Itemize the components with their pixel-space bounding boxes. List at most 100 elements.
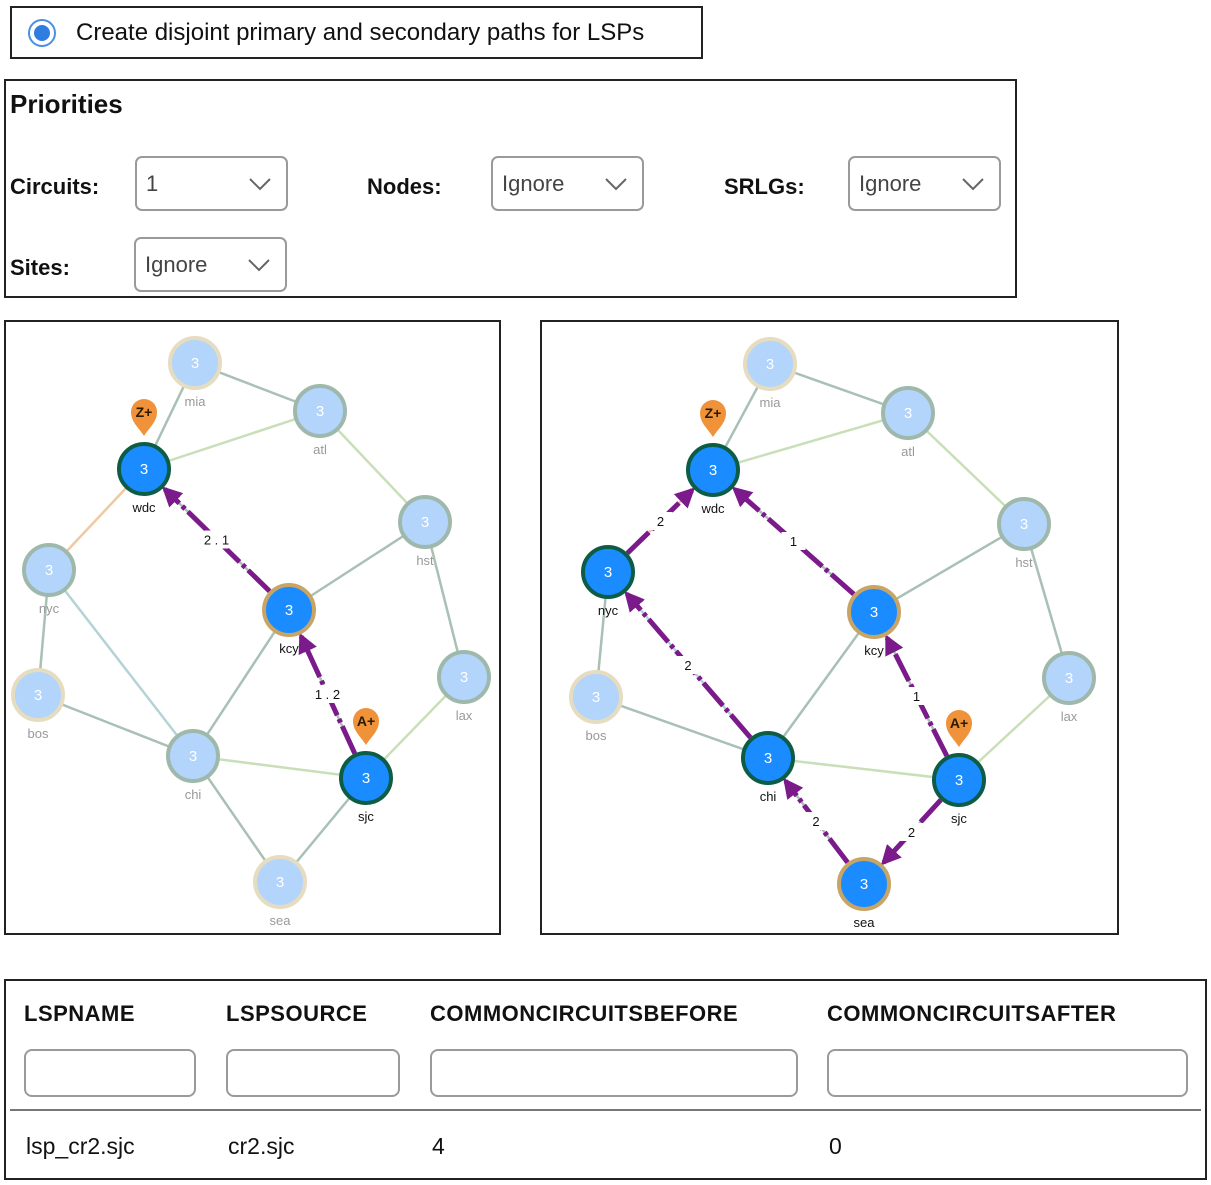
node-label: nyc bbox=[39, 601, 60, 616]
node-circle bbox=[686, 443, 740, 497]
node-count: 3 bbox=[860, 876, 868, 893]
node-circle bbox=[339, 751, 393, 805]
sites-select[interactable]: Ignore bbox=[134, 237, 287, 292]
path-label-bg bbox=[204, 530, 229, 549]
path-label: 2 bbox=[657, 514, 664, 529]
path-label: 2 . 1 bbox=[204, 533, 229, 548]
node-count: 3 bbox=[955, 772, 963, 789]
node-sea[interactable]: 3 sea bbox=[837, 857, 891, 930]
node-circle bbox=[1042, 651, 1096, 705]
filter-lspname-input[interactable] bbox=[24, 1049, 196, 1097]
node-count: 3 bbox=[276, 874, 284, 891]
node-label: chi bbox=[185, 787, 202, 802]
node-label: nyc bbox=[598, 603, 619, 618]
link-kcy-hst bbox=[873, 522, 1025, 614]
filter-commoncircuitsbefore-input[interactable] bbox=[430, 1049, 798, 1097]
link-chi-sjc bbox=[192, 754, 367, 780]
link-bos-chi bbox=[595, 695, 769, 760]
nodes-label: Nodes: bbox=[367, 174, 442, 199]
column-header-commoncircuitsafter[interactable]: COMMONCIRCUITSAFTER bbox=[827, 1001, 1117, 1026]
filter-lspsource-input[interactable] bbox=[226, 1049, 400, 1097]
column-header-lspname[interactable]: LSPNAME bbox=[24, 1001, 136, 1026]
path-label: 2 bbox=[812, 814, 819, 829]
node-label: bos bbox=[586, 728, 607, 743]
node-circle bbox=[743, 337, 797, 391]
cell-commoncircuitsbefore: 4 bbox=[432, 1133, 445, 1159]
node-circle bbox=[569, 670, 623, 724]
nodes-select[interactable]: Ignore bbox=[491, 156, 644, 211]
filter-commoncircuitsafter-input[interactable] bbox=[827, 1049, 1188, 1097]
disjoint-paths-label: Create disjoint primary and secondary pa… bbox=[76, 18, 645, 46]
disjoint-paths-option[interactable]: Create disjoint primary and secondary pa… bbox=[10, 6, 703, 59]
node-label: mia bbox=[760, 395, 782, 410]
source-marker-icon: A+ bbox=[946, 710, 972, 747]
node-label: hst bbox=[416, 553, 434, 568]
chevron-down-icon bbox=[249, 178, 271, 191]
node-circle bbox=[398, 495, 452, 549]
node-circle bbox=[881, 386, 935, 440]
node-label: kcy bbox=[279, 641, 299, 656]
node-count: 3 bbox=[140, 461, 148, 478]
link-kcy-chi bbox=[191, 609, 291, 757]
node-circle bbox=[166, 729, 220, 783]
node-count: 3 bbox=[1065, 670, 1073, 687]
node-label: atl bbox=[901, 444, 915, 459]
node-count: 3 bbox=[460, 669, 468, 686]
node-circle bbox=[293, 384, 347, 438]
column-header-commoncircuitsbefore[interactable]: COMMONCIRCUITSBEFORE bbox=[430, 1001, 739, 1026]
radio-selected-dot bbox=[34, 24, 50, 41]
column-header-lspsource[interactable]: LSPSOURCE bbox=[226, 1001, 368, 1026]
node-hst[interactable]: 3 hst bbox=[398, 495, 452, 568]
node-label: sea bbox=[854, 915, 876, 930]
node-label: wdc bbox=[131, 500, 156, 515]
node-count: 3 bbox=[904, 405, 912, 422]
disjoint-paths-radio[interactable] bbox=[28, 18, 56, 47]
srlgs-select[interactable]: Ignore bbox=[848, 156, 1001, 211]
node-atl[interactable]: 3 atl bbox=[881, 386, 935, 459]
node-count: 3 bbox=[421, 514, 429, 531]
sites-select-value: Ignore bbox=[145, 252, 208, 277]
node-circle bbox=[837, 857, 891, 911]
table-header-divider bbox=[10, 1109, 1201, 1111]
node-wdc[interactable]: 3 wdc bbox=[117, 442, 171, 515]
node-circle bbox=[11, 668, 65, 722]
node-count: 3 bbox=[362, 770, 370, 787]
link-wdc-atl bbox=[712, 411, 909, 472]
node-label: kcy bbox=[864, 643, 884, 658]
node-circle bbox=[847, 585, 901, 639]
circuits-select[interactable]: 1 bbox=[135, 156, 288, 211]
path-label: 1 . 2 bbox=[315, 687, 340, 702]
node-circle bbox=[437, 650, 491, 704]
node-circle bbox=[253, 855, 307, 909]
path-label-bg bbox=[904, 687, 929, 705]
node-lax[interactable]: 3 lax bbox=[1042, 651, 1096, 724]
chevron-down-icon bbox=[605, 178, 627, 191]
circuits-select-value: 1 bbox=[146, 171, 159, 196]
link-wdc-atl bbox=[143, 409, 321, 471]
node-circle bbox=[168, 336, 222, 390]
path-label-bg bbox=[804, 812, 828, 830]
marker-label: A+ bbox=[357, 713, 375, 729]
node-label: lax bbox=[1061, 709, 1078, 724]
path-label-bg bbox=[648, 512, 673, 530]
node-count: 3 bbox=[191, 355, 199, 372]
